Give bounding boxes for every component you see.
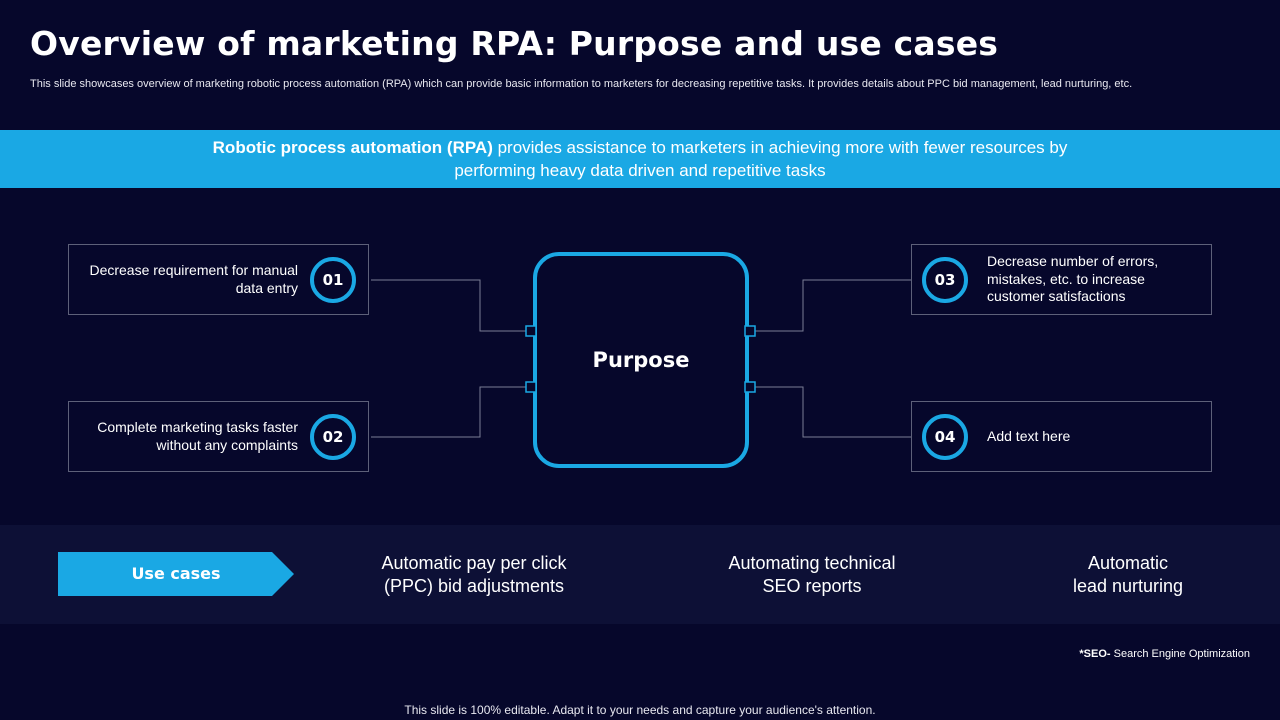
use-case-item-3: Automatic lead nurturing (1072, 553, 1184, 596)
item-number-04: 04 (922, 414, 968, 460)
purpose-label: Purpose (592, 348, 690, 372)
connector-node-01 (525, 325, 537, 337)
connector-node-03 (744, 325, 756, 337)
banner-bold-text: Robotic process automation (RPA) (212, 138, 493, 157)
item-text-03: Decrease number of errors, mistakes, etc… (987, 253, 1159, 304)
use-cases-arrow (58, 552, 294, 596)
slide-title: Overview of marketing RPA: Purpose and u… (30, 24, 999, 63)
footnote-text: Search Engine Optimization (1110, 648, 1250, 660)
item-text-04: Add text here (987, 428, 1071, 444)
use-cases-label: Use cases (131, 564, 221, 583)
footnote-abbr: *SEO- (1079, 648, 1111, 660)
connector-node-04 (744, 381, 756, 393)
connector-04 (750, 386, 911, 438)
footnote: *SEO- Search Engine Optimization (1079, 648, 1250, 660)
banner-text: Robotic process automation (RPA) provide… (180, 136, 1100, 182)
banner-rest-text: provides assistance to marketers in achi… (454, 138, 1068, 180)
connector-01 (371, 279, 531, 332)
use-case-item-1: Automatic pay per click (PPC) bid adjust… (381, 553, 567, 596)
item-text-01: Decrease requirement for manual data ent… (89, 262, 298, 296)
connector-03 (750, 279, 911, 332)
banner (0, 130, 1280, 188)
slide-subtitle: This slide showcases overview of marketi… (30, 78, 1133, 90)
connector-node-02 (525, 381, 537, 393)
item-text-02: Complete marketing tasks faster without … (97, 419, 298, 453)
item-number-01: 01 (310, 257, 356, 303)
item-number-03: 03 (922, 257, 968, 303)
use-case-item-2: Automating technical SEO reports (728, 553, 896, 596)
item-number-02: 02 (310, 414, 356, 460)
footer-note: This slide is 100% editable. Adapt it to… (404, 703, 876, 717)
connector-02 (371, 386, 531, 438)
purpose-box: Purpose (533, 252, 749, 468)
